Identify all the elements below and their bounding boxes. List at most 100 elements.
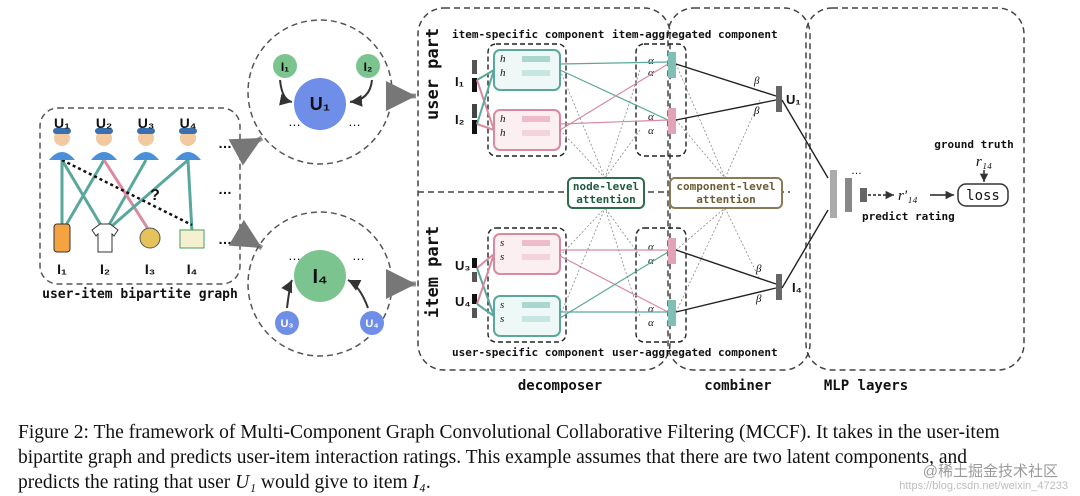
beta-label: β <box>755 293 762 305</box>
item-icons <box>53 223 205 253</box>
alpha-label: α <box>648 303 654 315</box>
user-figure <box>133 128 159 160</box>
bipartite-caption: user-item bipartite graph <box>42 287 238 302</box>
mid-ellipsis: … <box>218 181 232 197</box>
combiner-label: combiner <box>704 378 771 394</box>
i1-node <box>273 54 297 78</box>
circle-ellipsis: … <box>352 248 365 263</box>
user-label: U₃ <box>138 115 155 131</box>
item-ellipsis: … <box>218 231 232 247</box>
user-label: U₂ <box>96 115 112 131</box>
item-label: I₂ <box>100 261 110 277</box>
h-label: h <box>500 127 506 139</box>
i4-node-label: I₄ <box>312 266 327 288</box>
bipartite-question: ? <box>150 187 160 204</box>
embedding-cells <box>522 56 550 322</box>
h-label: h <box>500 67 506 79</box>
caption-line: bipartite graph and predicts user-item i… <box>18 447 968 468</box>
component-level-attention-label: attention <box>696 193 756 206</box>
caption-fragment: would give to item <box>256 472 413 493</box>
arrow-to-top-circle <box>228 135 264 166</box>
user-aggregated-label: user-aggregated component <box>612 346 778 359</box>
input-to-component-edges <box>476 69 495 317</box>
circle-ellipsis: … <box>348 114 361 129</box>
node-level-attention-label: attention <box>576 193 636 206</box>
alpha-label: α <box>648 67 654 79</box>
alpha-label: α <box>648 111 654 123</box>
mlp-layers-label: MLP layers <box>824 378 908 394</box>
s-label: s <box>500 251 504 263</box>
item-label: I₃ <box>145 261 155 277</box>
watch-icon <box>139 227 161 249</box>
caption-fragment: . <box>425 472 431 493</box>
user-ellipsis: … <box>218 135 232 151</box>
ground-truth-label: ground truth <box>934 138 1013 151</box>
i4-output-label: I₄ <box>792 280 802 295</box>
shirt-icon <box>91 223 119 253</box>
u1-embedding <box>776 86 782 112</box>
caption-math: I₄ <box>412 472 426 493</box>
i2-node-label: I₂ <box>364 60 373 74</box>
beta-label: β <box>755 263 762 275</box>
circle-ellipsis: … <box>288 248 301 263</box>
loss-label: loss <box>966 188 1000 204</box>
alpha-label: α <box>648 317 654 329</box>
h-label: h <box>500 113 506 125</box>
attention-edges <box>559 63 761 317</box>
true-rating-symbol: r₁₄ <box>976 154 992 170</box>
phone-icon <box>53 223 71 253</box>
decomposer-label: decomposer <box>518 378 602 394</box>
u4-to-i4-arrow <box>347 279 369 309</box>
caption-line: Figure 2: The framework of Multi-Compone… <box>18 422 1000 443</box>
i2-to-u1-arrow <box>349 79 373 107</box>
u3-node-label: U₃ <box>280 318 293 330</box>
bipartite-edges <box>60 158 194 234</box>
s-label: s <box>500 237 504 249</box>
u1-output-label: U₁ <box>786 92 801 107</box>
bottom-input-node-label: U₃ <box>455 258 470 273</box>
alpha-label: α <box>648 255 654 267</box>
u3-to-i4-arrow <box>281 279 293 309</box>
node-level-attention-label: node-level <box>573 180 639 193</box>
alpha-label: α <box>648 241 654 253</box>
item-part-label: item part <box>423 226 443 318</box>
user-specific-label: user-specific component <box>452 346 604 359</box>
user-figure <box>91 128 117 160</box>
u4-node-label: U₄ <box>365 318 378 330</box>
envelope-icon <box>179 229 205 249</box>
user-aggregated-box <box>635 227 687 343</box>
mlp-ellipsis: … <box>851 165 862 177</box>
i1-node-label: I₁ <box>281 60 289 74</box>
combiner-edges <box>675 63 777 313</box>
loss-box <box>957 183 1009 207</box>
component-level-attention-box <box>669 177 783 209</box>
predicted-rating-symbol: r′₁₄ <box>898 188 918 204</box>
watermark-url: https://blog.csdn.net/weixin_47233 <box>899 480 1068 492</box>
combiner-region <box>667 7 811 371</box>
bottom-input-node-label: U₄ <box>455 294 471 309</box>
i1-to-u1-arrow <box>279 79 293 106</box>
i4-embedding <box>776 274 782 300</box>
alpha-label: α <box>648 55 654 67</box>
s-label: s <box>500 313 504 325</box>
u3-node <box>275 311 299 335</box>
i4-node <box>294 250 346 302</box>
caption-math: U₁ <box>235 472 257 493</box>
component-to-aggregated-edges <box>559 61 669 319</box>
h-label: h <box>500 53 506 65</box>
u1-node <box>294 78 346 130</box>
item-specific-box <box>487 43 567 157</box>
component-level-attention-label: component-level <box>676 180 775 193</box>
circle-ellipsis: … <box>288 114 301 129</box>
item-aggregated-label: item-aggregated component <box>612 28 778 41</box>
user-label: U₁ <box>54 115 70 131</box>
u1-node-label: U₁ <box>310 94 330 114</box>
u1-to-mlp-edge <box>781 99 829 179</box>
caption-line: predicts the rating that user U₁ would g… <box>18 470 1068 495</box>
user-label: U₄ <box>180 115 197 131</box>
alpha-label: α <box>648 125 654 137</box>
item-aggregated-box <box>635 43 687 157</box>
beta-label: β <box>753 75 760 87</box>
mlp-layers <box>830 170 867 218</box>
mccf-framework-diagram: U₁ U₂ U₃ U₄ … ? … I₁ I₂ I₃ I₄ … user-ite… <box>39 7 1025 394</box>
